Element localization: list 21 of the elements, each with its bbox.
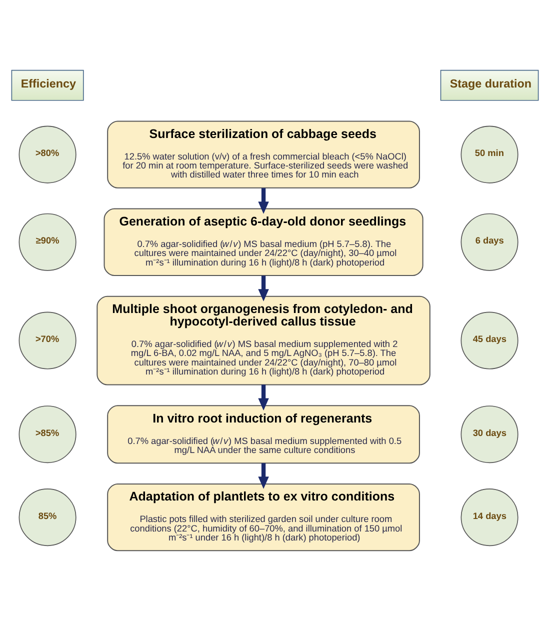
node-box: In vitro root induction of regenerants 0.7% agar-solidified (w/v) MS basal medium supplemented with 0.5 mg/L NAA under the same culture conditions: [107, 405, 420, 464]
node-box: Multiple shoot organogenesis from cotyledon- and hypocotyl-derived callus tissue 0.7% agar-solidified (w/v) MS basal medium supplemented with 2 mg/L 6-BA, 0.02 mg/L NAA, and 5 mg/L AgNO₃ (pH 5.7–5.8). The cultures were maintained under 24/22°C (day/night), 70–80 µmol m⁻²s⁻¹ illumination during 16 h (light)/8 h (dark) photoperiod: [96, 296, 430, 386]
node-box: Adaptation of plantlets to ex vitro conditions Plastic pots filled with sterilized garden soil under culture room conditions (22°C, humidity of 60–70%, and illumination of 150 µmol m⁻²s⁻¹ under 16 h (light)/8 h (dark) photoperiod): [107, 483, 420, 552]
node-box: Efficiency: [11, 70, 84, 101]
node-circle: 30 days: [460, 406, 518, 464]
node-circle: 6 days: [460, 213, 518, 271]
node-circle: 50 min: [460, 126, 518, 184]
arrow: [258, 276, 269, 302]
arrow: [258, 463, 269, 489]
arrow: [258, 384, 269, 411]
node-circle: 14 days: [460, 488, 518, 546]
node-box: Generation of aseptic 6-day-old donor seedlings 0.7% agar-solidified (w/v) MS basal medium (pH 5.7–5.8). The cultures were maintained under 24/22°C (day/night), 30–40 µmol m⁻²s⁻¹ illumination during 16 h (light)/8 h (dark) photoperiod: [104, 208, 424, 276]
arrow: [258, 188, 269, 214]
node-circle: ≥90%: [18, 213, 76, 271]
node-box: Stage duration: [440, 70, 539, 101]
node-box: Surface sterilization of cabbage seeds 12.5% water solution (v/v) of a fresh commercial bleach (<5% NaOCl) for 20 min at room temperature. Surface-sterilized seeds were washed with distilled water three times for 10 min each: [107, 120, 420, 188]
node-circle: 45 days: [460, 312, 518, 370]
node-circle: 85%: [18, 488, 76, 546]
node-circle: >80%: [18, 126, 76, 184]
node-circle: >85%: [18, 406, 76, 464]
node-circle: >70%: [18, 312, 76, 370]
